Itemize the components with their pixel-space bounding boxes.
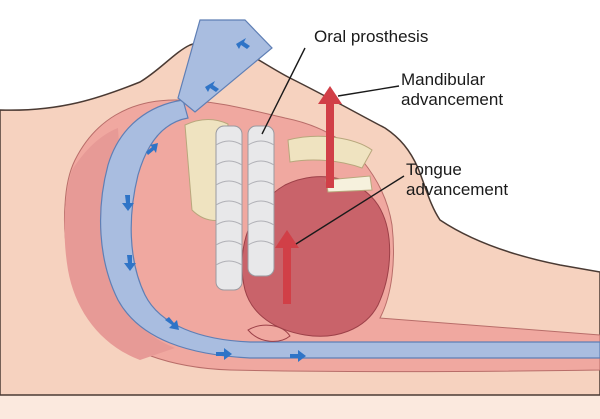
leader-mandibular — [337, 85, 400, 97]
mandibular-advancement-arrow — [318, 86, 342, 188]
arrow-icon — [205, 81, 219, 92]
arrow-icon — [236, 38, 250, 49]
leader-lines — [261, 47, 405, 245]
label-tongue-line2: advancement — [406, 180, 509, 199]
airflow-arrows — [122, 38, 306, 362]
leader-tongue — [295, 175, 405, 245]
label-mandibular-line2: advancement — [401, 90, 504, 109]
label-mandibular-advancement: Mandibular advancement — [401, 70, 503, 110]
tongue-advancement-arrow — [275, 230, 299, 304]
arrow-icon — [216, 348, 232, 360]
nasal-airflow-band — [177, 19, 273, 113]
arrow-icon — [124, 255, 136, 271]
leader-oral-prosthesis — [261, 47, 306, 135]
label-mandibular-line1: Mandibular — [401, 70, 486, 89]
up-arrow-icon — [275, 230, 299, 248]
arrow-icon — [290, 350, 306, 362]
label-oral-prosthesis: Oral prosthesis — [314, 27, 428, 47]
airway-passage — [99, 99, 600, 359]
pillow-surface — [0, 395, 600, 419]
oral-prosthesis — [215, 125, 275, 291]
arrow-icon — [122, 195, 134, 211]
arrow-icon — [165, 317, 179, 330]
pharynx-wall — [64, 128, 175, 360]
label-oral-prosthesis-text: Oral prosthesis — [314, 27, 429, 46]
label-tongue-line1: Tongue — [406, 160, 462, 179]
epiglottis — [247, 324, 291, 342]
up-arrow-icon — [318, 86, 342, 104]
arrow-icon — [146, 143, 158, 155]
label-tongue-advancement: Tongue advancement — [406, 160, 508, 200]
